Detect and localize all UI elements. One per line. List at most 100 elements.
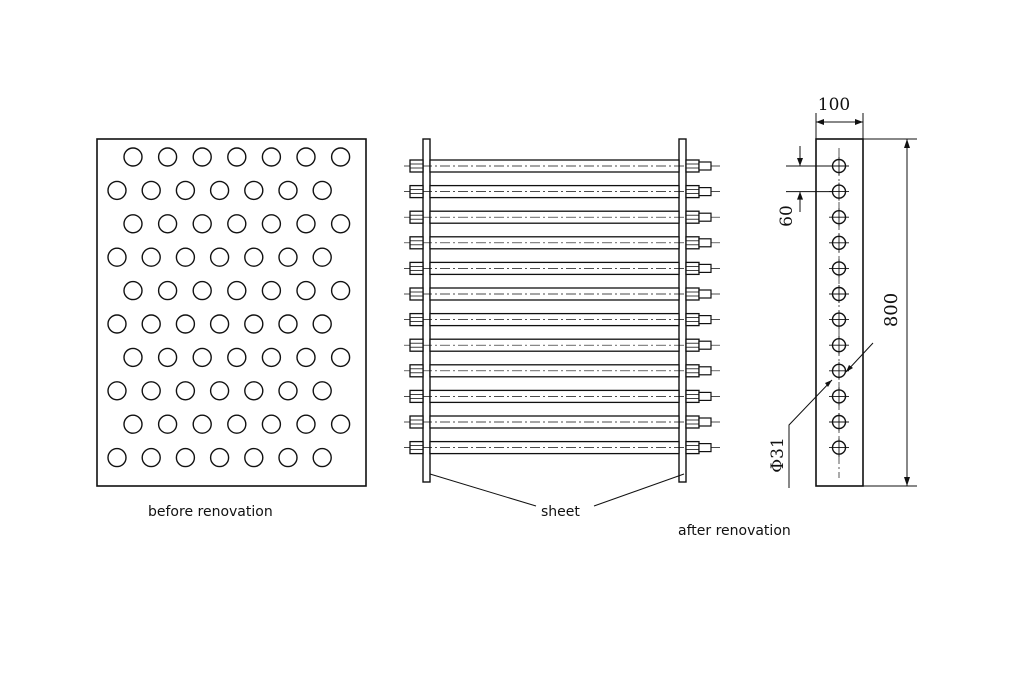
right-bolt-end	[698, 187, 712, 197]
plate-hole	[192, 280, 212, 301]
plate-hole	[175, 381, 196, 401]
right-nut	[685, 364, 700, 378]
plate-hole	[123, 280, 143, 301]
plate-hole	[192, 147, 212, 167]
before-renovation-plate	[96, 138, 367, 487]
plate-hole	[278, 180, 298, 201]
plate-hole	[312, 447, 332, 468]
dimension-lines: 100 60 800 Φ31	[768, 95, 917, 488]
plate-hole	[244, 447, 264, 468]
height-arrow	[904, 477, 910, 486]
dimension-pitch-label: 60	[777, 205, 797, 227]
right-bolt-end	[698, 289, 712, 299]
plate-hole	[175, 180, 196, 201]
plate-hole	[141, 180, 161, 201]
plate-hole	[227, 214, 247, 234]
dimension-width-label: 100	[818, 95, 850, 115]
left-nut	[409, 210, 424, 224]
hole-leader-arrow	[825, 380, 832, 387]
width-arrow	[816, 119, 824, 125]
right-nut	[685, 415, 700, 429]
plate-hole	[244, 247, 264, 267]
plate-hole	[312, 180, 332, 201]
right-bolt-end	[698, 443, 712, 453]
left-nut	[409, 415, 424, 429]
right-bolt-end	[698, 263, 712, 273]
width-arrow	[855, 119, 863, 125]
hole-leader	[788, 379, 833, 488]
right-bolt-end	[698, 212, 712, 222]
caption-sheet: sheet	[541, 504, 580, 520]
dimension-height-label: 800	[881, 293, 902, 327]
plate-hole	[296, 147, 316, 167]
plate-hole	[175, 447, 196, 468]
plate-outline	[96, 138, 367, 487]
right-bolt-end	[698, 315, 712, 325]
plate-hole	[157, 414, 178, 434]
plate-hole	[157, 280, 178, 301]
right-bolt-end	[698, 417, 712, 427]
plate-hole	[330, 280, 351, 301]
plate-hole	[141, 447, 161, 468]
plate-hole	[278, 447, 298, 468]
pitch-arrow	[797, 191, 803, 200]
left-nut	[409, 312, 424, 327]
left-nut	[409, 440, 424, 455]
plate-hole	[192, 347, 212, 368]
plate-hole	[227, 347, 247, 368]
plate-hole	[296, 347, 316, 368]
height-arrow	[904, 139, 910, 148]
plate-hole	[278, 381, 298, 401]
plate-hole	[244, 381, 264, 401]
plate-hole	[296, 214, 316, 234]
plate-hole	[123, 214, 143, 234]
left-nut	[409, 389, 424, 404]
plate-hole	[278, 247, 298, 267]
left-nut	[409, 338, 424, 352]
plate-hole	[261, 414, 282, 434]
plate-hole	[296, 414, 316, 434]
plate-hole	[192, 214, 212, 234]
plate-hole	[157, 347, 178, 368]
right-nut	[685, 389, 700, 404]
right-nut	[685, 159, 700, 173]
right-bolt-end	[698, 238, 712, 248]
right-bolt-end	[698, 391, 712, 401]
left-nut	[409, 261, 424, 276]
left-nut	[409, 236, 424, 250]
caption-after-renovation: after renovation	[678, 523, 791, 539]
plate-hole	[261, 147, 282, 167]
right-nut	[685, 236, 700, 250]
right-bolt-end	[698, 161, 712, 171]
right-nut	[685, 312, 700, 327]
right-bolt-end	[698, 366, 712, 376]
after-renovation-strip	[815, 138, 864, 487]
plate-hole	[261, 214, 282, 234]
dimension-hole-diameter-label: Φ31	[768, 437, 788, 473]
pitch-arrow	[797, 158, 803, 166]
plate-hole	[330, 147, 351, 167]
plate-hole	[123, 147, 143, 167]
left-nut	[409, 287, 424, 301]
plate-hole	[227, 414, 247, 434]
right-nut	[685, 210, 700, 224]
plate-hole	[141, 381, 161, 401]
right-nut	[685, 338, 700, 352]
plate-hole	[209, 447, 230, 468]
sheet-leader-right	[593, 473, 685, 507]
plate-hole	[175, 247, 196, 267]
plate-hole	[141, 314, 161, 334]
plate-hole	[312, 381, 332, 401]
plate-hole	[192, 414, 212, 434]
plate-hole	[107, 381, 127, 401]
plate-hole	[175, 314, 196, 334]
plate-hole	[227, 280, 247, 301]
right-nut	[685, 440, 700, 455]
plate-hole	[209, 381, 230, 401]
plate-hole	[209, 180, 230, 201]
plate-hole	[312, 314, 332, 334]
plate-hole	[330, 414, 351, 434]
plate-hole	[209, 314, 230, 334]
